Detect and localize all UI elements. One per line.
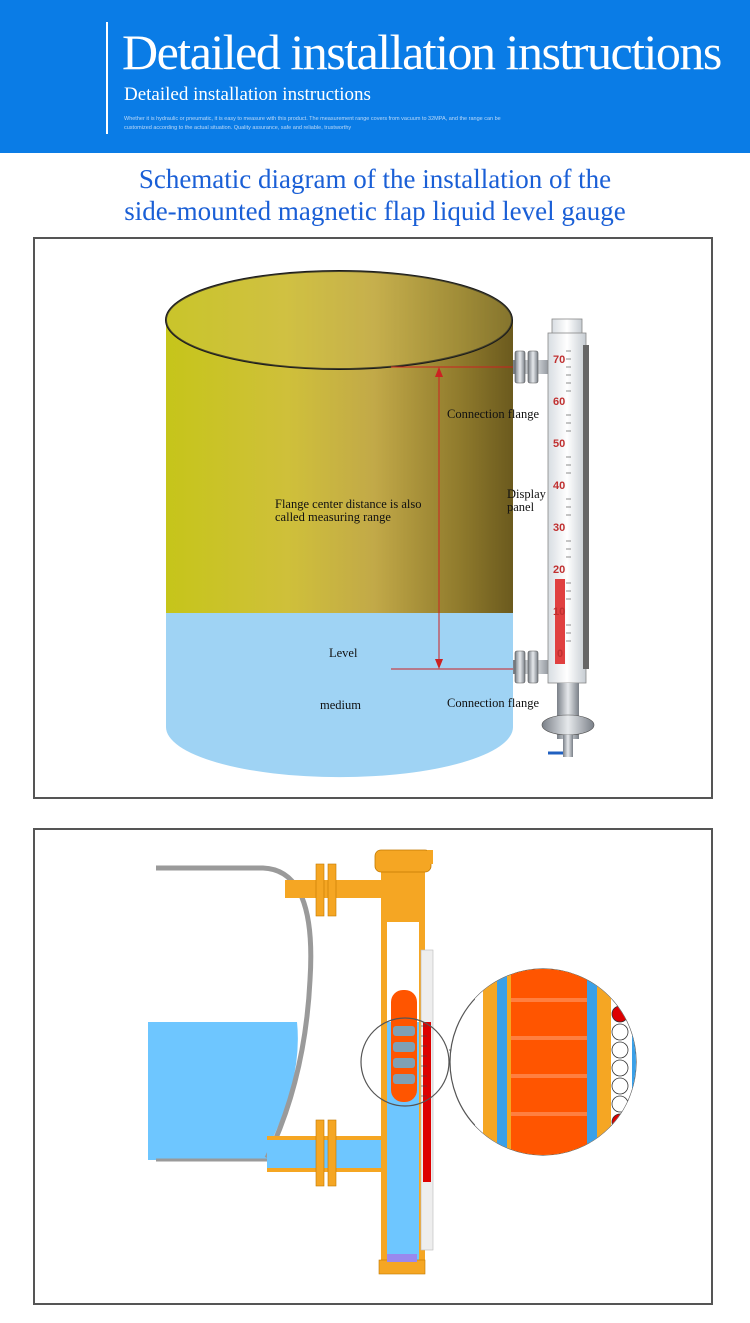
scale-tick-label: 70 <box>553 354 565 366</box>
scale-tick-label: 20 <box>553 564 565 576</box>
header-divider <box>106 22 108 134</box>
label-measuring-range-2: called measuring range <box>275 510 391 524</box>
gauge-cross-section-illustration <box>148 849 637 1275</box>
scale-tick-label: 30 <box>553 522 565 534</box>
scale-tick-label: 50 <box>553 438 565 450</box>
scale-tick-label: 0 <box>557 648 563 660</box>
header-banner: Detailed installation instructions Detai… <box>0 0 750 153</box>
label-display-panel-1: Display <box>507 487 546 501</box>
diagram-heading-line2: side-mounted magnetic flap liquid level … <box>124 196 626 226</box>
cross-section-panel <box>33 828 713 1305</box>
label-measuring-range-1: Flange center distance is also <box>275 497 422 511</box>
tank-gauge-illustration: 70 60 50 40 30 20 10 0 <box>165 270 595 778</box>
header-fine-print: Whether it is hydraulic or pneumatic, it… <box>124 116 501 131</box>
installation-diagram-panel: 70 60 50 40 30 20 10 0 Connection flange… <box>33 237 713 799</box>
label-level: Level <box>329 646 358 660</box>
label-connection-flange-top: Connection flange <box>447 407 539 421</box>
diagram-heading: Schematic diagram of the installation of… <box>0 163 750 227</box>
diagram-heading-line1: Schematic diagram of the installation of… <box>138 164 612 194</box>
label-medium: medium <box>320 698 361 712</box>
label-connection-flange-bottom: Connection flange <box>447 696 539 710</box>
scale-tick-label: 60 <box>553 396 565 408</box>
scale-tick-label: 10 <box>553 606 565 618</box>
header-title: Detailed installation instructions <box>122 24 722 80</box>
gauge-scale: 70 60 50 40 30 20 10 0 <box>553 354 565 660</box>
header-subtitle: Detailed installation instructions <box>124 84 371 105</box>
scale-tick-label: 40 <box>553 480 565 492</box>
label-display-panel-2: panel <box>507 500 535 514</box>
